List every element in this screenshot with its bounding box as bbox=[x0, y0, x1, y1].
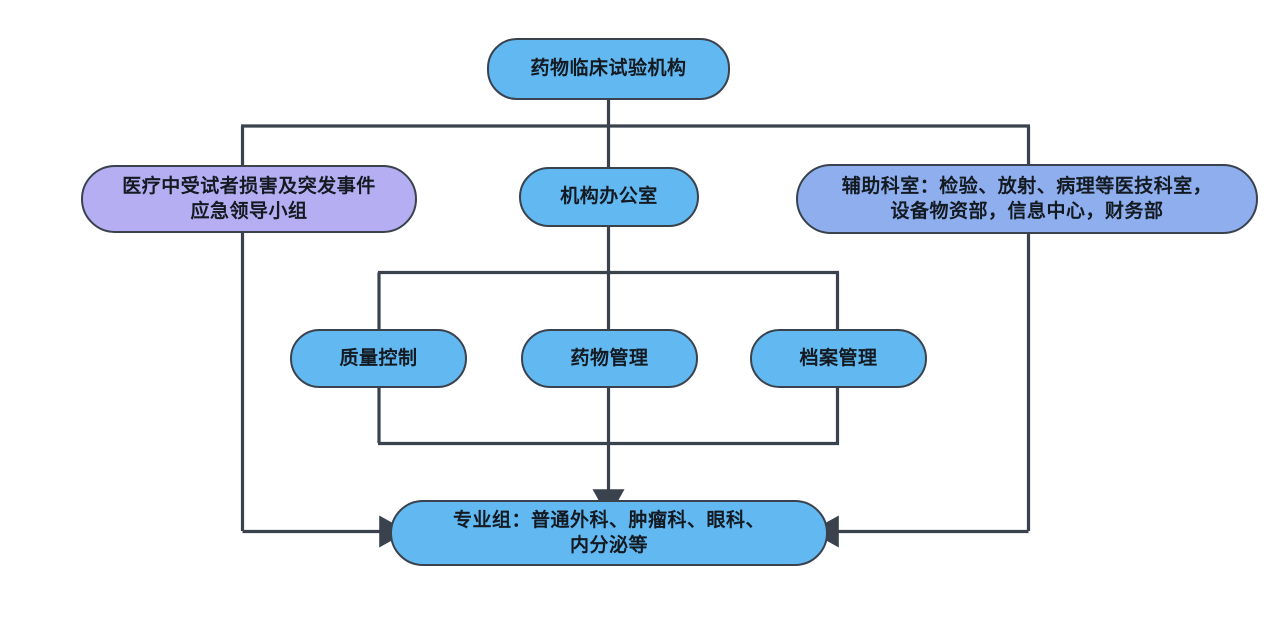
node-specialty-groups[interactable]: 专业组：普通外科、肿瘤科、眼科、 内分泌等 bbox=[390, 500, 828, 566]
node-emergency-leadership-group[interactable]: 医疗中受试者损害及突发事件 应急领导小组 bbox=[81, 165, 417, 233]
node-auxiliary-departments[interactable]: 辅助科室：检验、放射、病理等医技科室， 设备物资部，信息中心，财务部 bbox=[796, 164, 1258, 234]
node-drug-management[interactable]: 药物管理 bbox=[521, 329, 698, 388]
node-institution-office[interactable]: 机构办公室 bbox=[519, 167, 699, 227]
node-archive-management[interactable]: 档案管理 bbox=[750, 329, 927, 388]
node-root-institution[interactable]: 药物临床试验机构 bbox=[487, 38, 730, 100]
node-quality-control[interactable]: 质量控制 bbox=[290, 329, 467, 388]
